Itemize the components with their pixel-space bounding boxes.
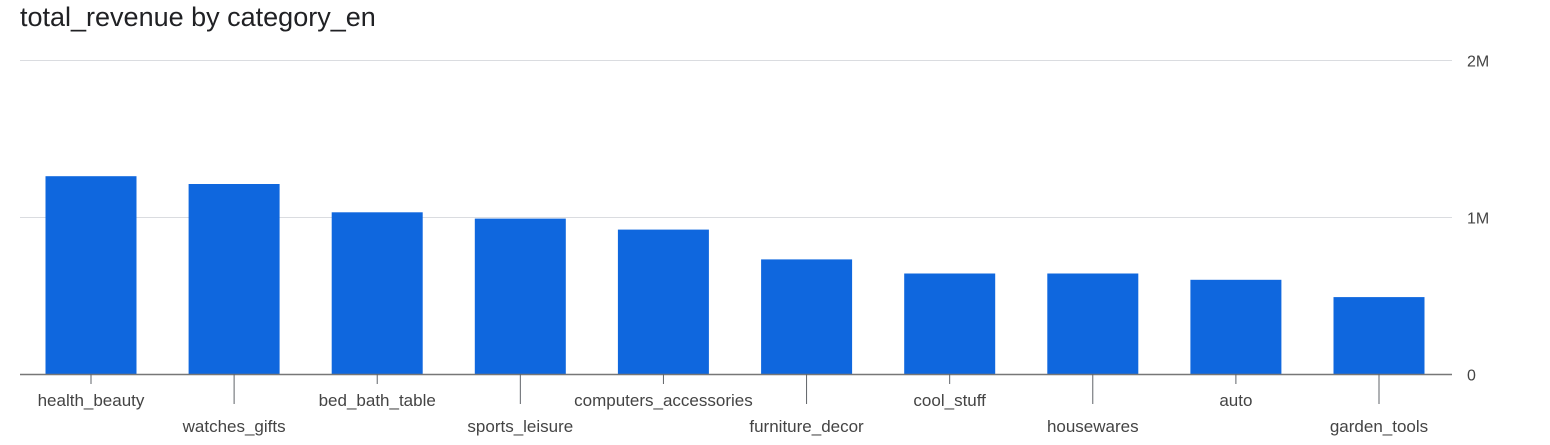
- x-tick-label: garden_tools: [1330, 417, 1428, 436]
- x-tick-label: sports_leisure: [467, 417, 573, 436]
- chart-title: total_revenue by category_en: [20, 2, 376, 32]
- y-tick-label: 1M: [1467, 211, 1489, 228]
- y-axis-ticks: 0 1M 2M: [1467, 54, 1489, 385]
- x-tick-label: housewares: [1047, 417, 1139, 436]
- bar-furniture-decor[interactable]: [761, 259, 853, 374]
- bar-computers-accessories[interactable]: [617, 229, 709, 374]
- bar-garden-tools[interactable]: [1333, 297, 1425, 374]
- bars: [45, 176, 1425, 375]
- x-axis-ticks: health_beauty watches_gifts bed_bath_table…: [38, 374, 1428, 436]
- bar-bed-bath-table[interactable]: [331, 212, 423, 374]
- x-tick-label: bed_bath_table: [319, 391, 436, 410]
- bar-sports-leisure[interactable]: [474, 218, 566, 374]
- y-tick-label: 2M: [1467, 54, 1489, 71]
- y-tick-label: 0: [1467, 368, 1476, 385]
- x-tick-label: cool_stuff: [913, 391, 986, 410]
- bar-watches-gifts[interactable]: [188, 184, 280, 374]
- bar-housewares[interactable]: [1047, 273, 1139, 375]
- bar-cool-stuff[interactable]: [904, 273, 996, 375]
- bar-health-beauty[interactable]: [45, 176, 137, 374]
- x-tick-label: health_beauty: [38, 391, 145, 410]
- x-tick-label: furniture_decor: [749, 417, 864, 436]
- x-tick-label: computers_accessories: [574, 391, 753, 410]
- x-tick-label: auto: [1219, 391, 1252, 410]
- bar-auto[interactable]: [1190, 279, 1282, 374]
- x-tick-label: watches_gifts: [182, 417, 286, 436]
